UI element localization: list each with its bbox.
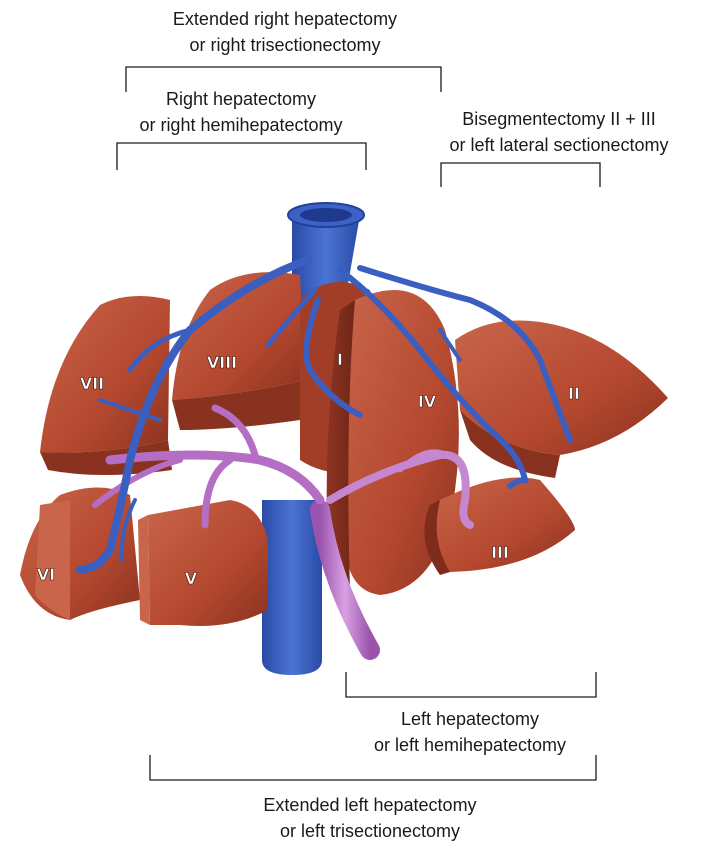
segment-label-iii: III [491,543,509,562]
segment-label-vii: VII [80,374,104,393]
segment-label-v: V [185,569,198,588]
segment-label-i: I [337,350,343,369]
segment-label-vi: VI [37,565,55,584]
bracket-right [117,143,366,170]
segment-label-ii: II [568,384,580,403]
bracket-extended-right [126,67,441,92]
segment-label-viii: VIII [207,353,237,372]
bracket-extended-left [150,755,596,780]
segment-label-iv: IV [418,392,437,411]
segment-ii-lobe [455,320,668,478]
bracket-left [346,672,596,697]
bracket-bisegmentectomy [441,163,600,187]
